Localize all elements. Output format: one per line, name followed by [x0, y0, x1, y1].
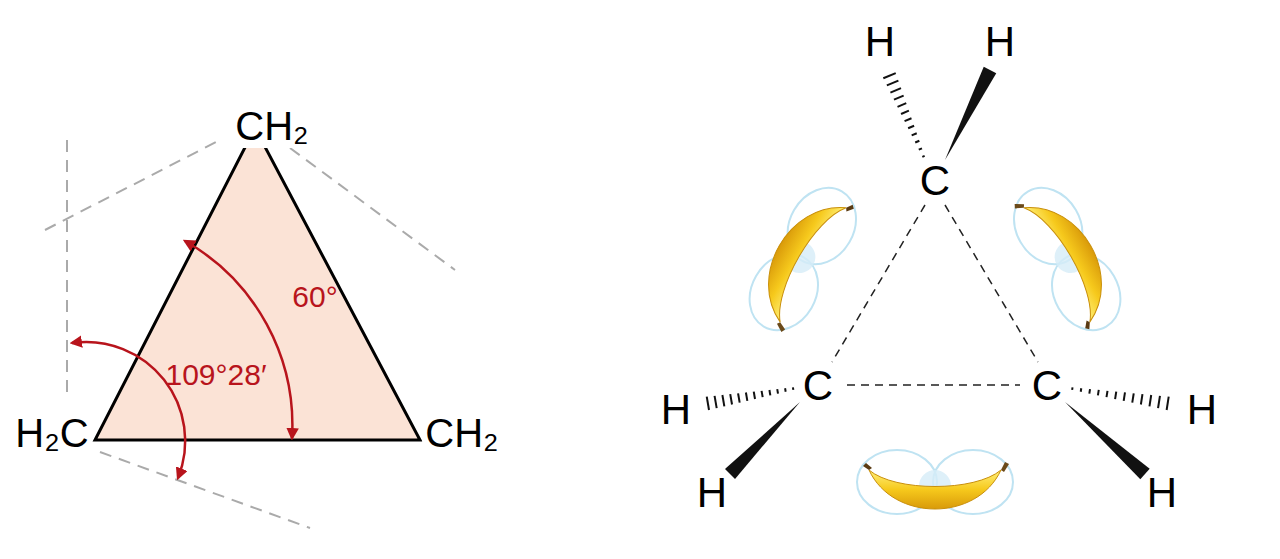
atom-label: C: [1029, 363, 1065, 409]
banana-bond: [1000, 175, 1133, 342]
hashed-bond: [776, 389, 779, 393]
hashed-bond: [715, 396, 717, 408]
ring-triangle: [95, 128, 420, 440]
hashed-bond: [897, 103, 906, 107]
hashed-bond: [722, 395, 724, 406]
atom-label: H: [1184, 387, 1220, 433]
hashed-bond: [738, 393, 740, 402]
hashed-bond: [746, 392, 747, 400]
group-label: H₂C: [12, 411, 91, 455]
hashed-bond: [1141, 394, 1143, 404]
hashed-bond: [1124, 392, 1125, 400]
angle-label: 109°28′: [162, 358, 269, 392]
hashed-bond: [1097, 390, 1100, 395]
hashed-bond: [894, 96, 904, 100]
hashed-bond: [754, 392, 755, 399]
atom-label: H: [862, 19, 898, 65]
angle-label: 60°: [289, 280, 340, 314]
hashed-bond: [915, 141, 919, 143]
atom-label: C: [800, 363, 836, 409]
hashed-bond: [912, 133, 917, 135]
atom-label: H: [982, 19, 1018, 65]
atom-label: C: [917, 158, 953, 204]
hashed-bond: [1115, 392, 1116, 399]
atom-label: H: [658, 387, 694, 433]
tetrahedral-guide: [45, 140, 455, 528]
atom-label: H: [1144, 470, 1180, 516]
hashed-bond: [792, 387, 794, 389]
cc-bond: [832, 205, 1038, 385]
hashed-bond: [762, 391, 763, 397]
hashed-bond: [1132, 393, 1133, 402]
hashed-bond: [1158, 396, 1160, 408]
banana-bond: [736, 175, 869, 342]
wedge-bond: [945, 67, 996, 160]
hashed-bond: [919, 148, 922, 149]
banana-bond: [857, 450, 1013, 514]
hashed-bond: [887, 81, 899, 86]
hashed-bond: [1088, 389, 1091, 393]
angle-arc: [185, 241, 292, 438]
hashed-bond: [1071, 387, 1073, 389]
group-label: CH₂: [232, 104, 311, 148]
atom-label: H: [694, 470, 730, 516]
hashed-bond: [1080, 388, 1083, 391]
hashed-bond: [901, 111, 909, 114]
hashed-bond: [768, 390, 771, 395]
hashed-bond: [1106, 391, 1109, 397]
group-label: CH₂: [422, 411, 501, 455]
hashed-bond: [784, 388, 787, 391]
hashed-bond: [905, 118, 912, 121]
wedge-bond: [725, 402, 800, 479]
hashed-bond: [730, 394, 732, 404]
hashed-bond: [1167, 397, 1169, 410]
hashed-bond: [908, 126, 914, 129]
hashed-bond: [883, 73, 895, 78]
wedge-bond: [1065, 402, 1150, 479]
ch-bonds: [707, 67, 1169, 479]
hashed-bond: [1149, 395, 1151, 406]
hashed-bond: [890, 88, 901, 92]
hashed-bond: [707, 397, 709, 410]
